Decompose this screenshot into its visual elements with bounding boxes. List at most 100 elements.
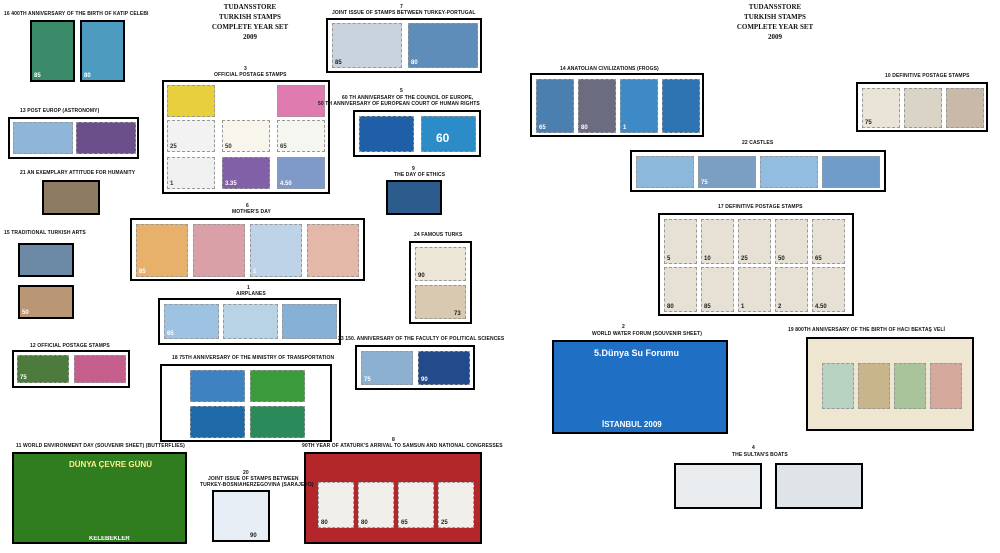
stamp-bektas-1 bbox=[822, 363, 854, 409]
section-title-23: 23 150. ANNIVERSARY OF THE FACULTY OF PO… bbox=[338, 336, 505, 342]
stamp-bektas-4 bbox=[930, 363, 962, 409]
section-title-8: 90th YEAR OF ATATURK'S ARRIVAL TO SAMSUN… bbox=[302, 443, 503, 449]
stamp-day-of-ethics bbox=[386, 180, 442, 215]
stamp-sultans-boat-2 bbox=[775, 463, 863, 509]
header-line: COMPLETE YEAR SET bbox=[736, 23, 814, 31]
stamp-frame-6: 85 1 bbox=[130, 218, 365, 281]
section-title-11: 11 WORLD ENVIRONMENT DAY (SOUVENIR SHEET… bbox=[16, 443, 185, 449]
section-number-3: 3 bbox=[244, 66, 247, 72]
stamp-transport-1 bbox=[190, 370, 245, 402]
souvenir-sheet-haci-bektas bbox=[806, 337, 974, 431]
section-title-13: 13 POST EUROP (ASTRONOMY) bbox=[20, 108, 100, 114]
stamp-transport-3 bbox=[190, 406, 245, 438]
stamp-castle-1 bbox=[636, 156, 694, 188]
sheet-subtitle: İSTANBUL 2009 bbox=[602, 420, 662, 429]
stamp-castle-4 bbox=[822, 156, 880, 188]
section-title-16: 16 400th ANNIVERSARY OF THE BIRTH OF KAT… bbox=[4, 11, 149, 17]
section-number-2: 2 bbox=[622, 324, 625, 330]
souvenir-sheet-ataturk-samsun: 80 80 65 25 bbox=[304, 452, 482, 544]
stamp-frame-17: 5 10 25 50 65 80 85 1 2 4.50 bbox=[658, 213, 854, 316]
stamp-definitive-10-2 bbox=[904, 88, 942, 128]
stamp-turkey-portugal-2: 80 bbox=[408, 23, 478, 68]
header-line: TURKISH STAMPS bbox=[744, 13, 806, 21]
album-page-left: TUDANSSTORE TURKISH STAMPS COMPLETE YEAR… bbox=[4, 2, 505, 544]
section-title-3: OFFICIAL POSTAGE STAMPS bbox=[214, 72, 287, 78]
section-number-1: 1 bbox=[247, 285, 250, 291]
page-header: TUDANSSTORE TURKISH STAMPS COMPLETE YEAR… bbox=[195, 2, 305, 42]
stamp-ataturk-5: 65 bbox=[812, 219, 845, 264]
stamp-frame-10: 75 bbox=[856, 82, 988, 132]
stamp-frame-1: 65 bbox=[158, 298, 341, 345]
section-number-9: 9 bbox=[412, 166, 415, 172]
section-title-4: THE SULTAN'S BOATS bbox=[732, 452, 788, 458]
section-number-4: 4 bbox=[752, 445, 755, 451]
album-page-right: TUDANSSTORE TURKISH STAMPS COMPLETE YEAR… bbox=[520, 0, 1000, 553]
header-line: COMPLETE YEAR SET bbox=[211, 23, 289, 31]
stamp-mothers-day-3: 1 bbox=[250, 224, 302, 277]
stamp-ataturk-4: 50 bbox=[775, 219, 808, 264]
stamp-airplane-1: 65 bbox=[164, 304, 219, 339]
section-title-17: 17 DEFINITIVE POSTAGE STAMPS bbox=[718, 204, 803, 210]
stamp-bektas-3 bbox=[894, 363, 926, 409]
section-title-5b: 50 th ANNIVERSARY OF EUROPEAN COURT OF H… bbox=[318, 101, 480, 107]
section-title-12: 12 OFFICIAL POSTAGE STAMPS bbox=[30, 343, 110, 349]
stamp-definitive-10-3 bbox=[946, 88, 984, 128]
stamp-astronomy-2 bbox=[76, 122, 136, 154]
section-title-24: 24 FAMOUS TURKS bbox=[414, 232, 463, 238]
stamp-turkish-arts-2: 50 bbox=[18, 285, 74, 319]
section-title-2: WORLD WATER FORUM (SOUVENIR SHEET) bbox=[592, 331, 702, 337]
stamp-mothers-day-2 bbox=[193, 224, 245, 277]
stamp-frog-1: 65 bbox=[536, 79, 574, 133]
section-title-15: 15 TRADITIONAL TURKISH ARTS bbox=[4, 230, 86, 236]
stamp-frame-22: 75 bbox=[630, 150, 886, 192]
stamp-definitive-10-1: 75 bbox=[862, 88, 900, 128]
stamp-castle-3 bbox=[760, 156, 818, 188]
header-line: TURKISH STAMPS bbox=[219, 13, 281, 21]
stamp-samsun-3: 65 bbox=[398, 482, 434, 528]
stamp-frog-3: 1 bbox=[620, 79, 658, 133]
stamp-official-flower-1: 75 bbox=[17, 355, 69, 383]
stamp-bosnia-joint: 90 bbox=[212, 490, 270, 542]
section-title-18: 18 75th ANNIVERSARY OF THE MINISTRY OF T… bbox=[172, 355, 335, 361]
section-title-7: JOINT ISSUE OF STAMPS BETWEEN TURKEY-POR… bbox=[332, 10, 476, 16]
stamp-frame-13 bbox=[8, 117, 139, 159]
stamp-frame-14: 65 80 1 bbox=[530, 73, 704, 137]
section-title-20b: TURKEY-BOSNIAHERZEGOVINA (SARAJEVO) bbox=[200, 482, 314, 488]
stamp-castle-2: 75 bbox=[698, 156, 756, 188]
souvenir-sheet-butterflies: DÜNYA ÇEVRE GÜNÜ KELEBEKLER bbox=[12, 452, 187, 544]
souvenir-sheet-world-water-forum: 5.Dünya Su Forumu İSTANBUL 2009 bbox=[552, 340, 728, 434]
sheet-title: DÜNYA ÇEVRE GÜNÜ bbox=[69, 460, 152, 469]
stamp-political-sciences-2: 90 bbox=[418, 351, 470, 385]
stamp-ataturk-1: 5 bbox=[664, 219, 697, 264]
section-title-22: 22 CASTLES bbox=[742, 140, 774, 146]
stamp-frame-18 bbox=[160, 364, 332, 442]
stamp-frame-5: 60 bbox=[353, 110, 481, 157]
section-title-20: JOINT ISSUE OF STAMPS BETWEEN bbox=[208, 476, 299, 482]
section-title-9: THE DAY OF ETHICS bbox=[394, 172, 446, 178]
stamp-bektas-2 bbox=[858, 363, 890, 409]
section-number-8: 8 bbox=[392, 437, 395, 443]
section-title-1: AIRPLANES bbox=[236, 291, 266, 297]
stamp-flower-1 bbox=[167, 85, 215, 117]
stamp-mothers-day-1: 85 bbox=[136, 224, 188, 277]
stamp-flower-4: 50 bbox=[222, 120, 270, 152]
stamp-samsun-4: 25 bbox=[438, 482, 474, 528]
stamp-katip-celebi-1: 85 bbox=[30, 20, 75, 82]
stamp-mothers-day-4 bbox=[307, 224, 359, 277]
stamp-samsun-2: 80 bbox=[358, 482, 394, 528]
sheet-subtitle: KELEBEKLER bbox=[89, 536, 130, 542]
section-title-14: 14 ANATOLIAN CIVILIZATIONS (FROGS) bbox=[560, 66, 659, 72]
stamp-airplane-3 bbox=[282, 304, 337, 339]
stamp-famous-turks-1: 90 bbox=[415, 247, 466, 281]
section-number-20: 20 bbox=[243, 470, 249, 476]
stamp-frame-24: 90 73 bbox=[409, 241, 472, 324]
stamp-council-europe-2: 60 bbox=[421, 116, 476, 152]
stamp-transport-2 bbox=[250, 370, 305, 402]
section-number-7: 7 bbox=[400, 4, 403, 10]
stamp-official-flower-2 bbox=[74, 355, 126, 383]
section-title-21: 21 AN EXEMPLARY ATTITUDE FOR HUMANITY bbox=[20, 170, 136, 176]
stamp-astronomy-1 bbox=[13, 122, 73, 154]
stamp-frame-3: 25 50 65 1 3.35 4.50 bbox=[162, 80, 330, 194]
stamp-flower-6: 1 bbox=[167, 157, 215, 189]
stamp-political-sciences-1: 75 bbox=[361, 351, 413, 385]
